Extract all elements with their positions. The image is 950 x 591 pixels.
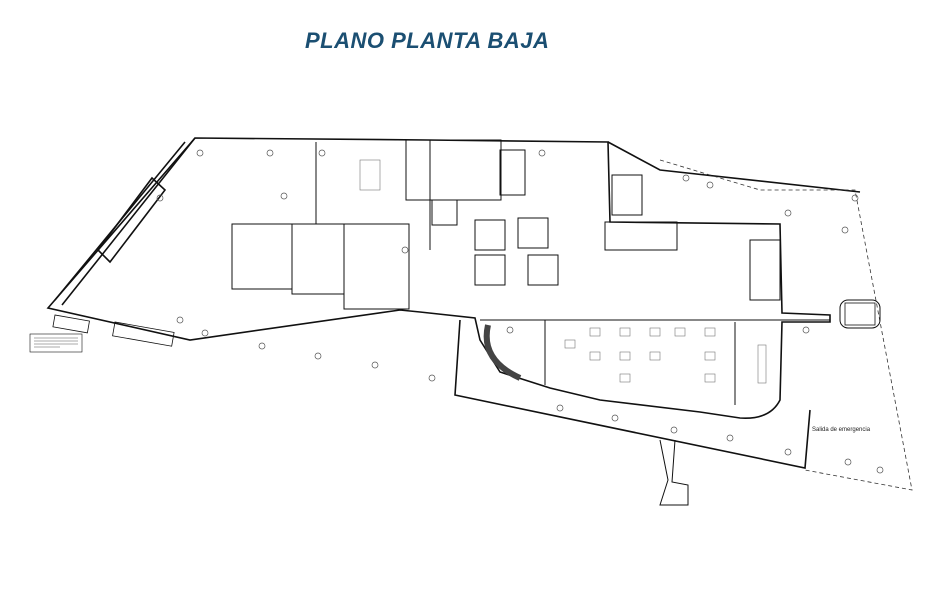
furniture xyxy=(359,159,767,384)
stairs xyxy=(52,302,876,347)
plan-title: PLANO PLANTA BAJA xyxy=(305,28,550,53)
columns xyxy=(156,149,884,474)
interior-walls xyxy=(231,139,881,506)
note-box xyxy=(29,333,83,353)
note-lines xyxy=(34,337,78,348)
site-boundary xyxy=(659,159,913,491)
outer-walls xyxy=(46,137,861,469)
emergency-exit-label: Salida de emergencia xyxy=(812,427,871,433)
